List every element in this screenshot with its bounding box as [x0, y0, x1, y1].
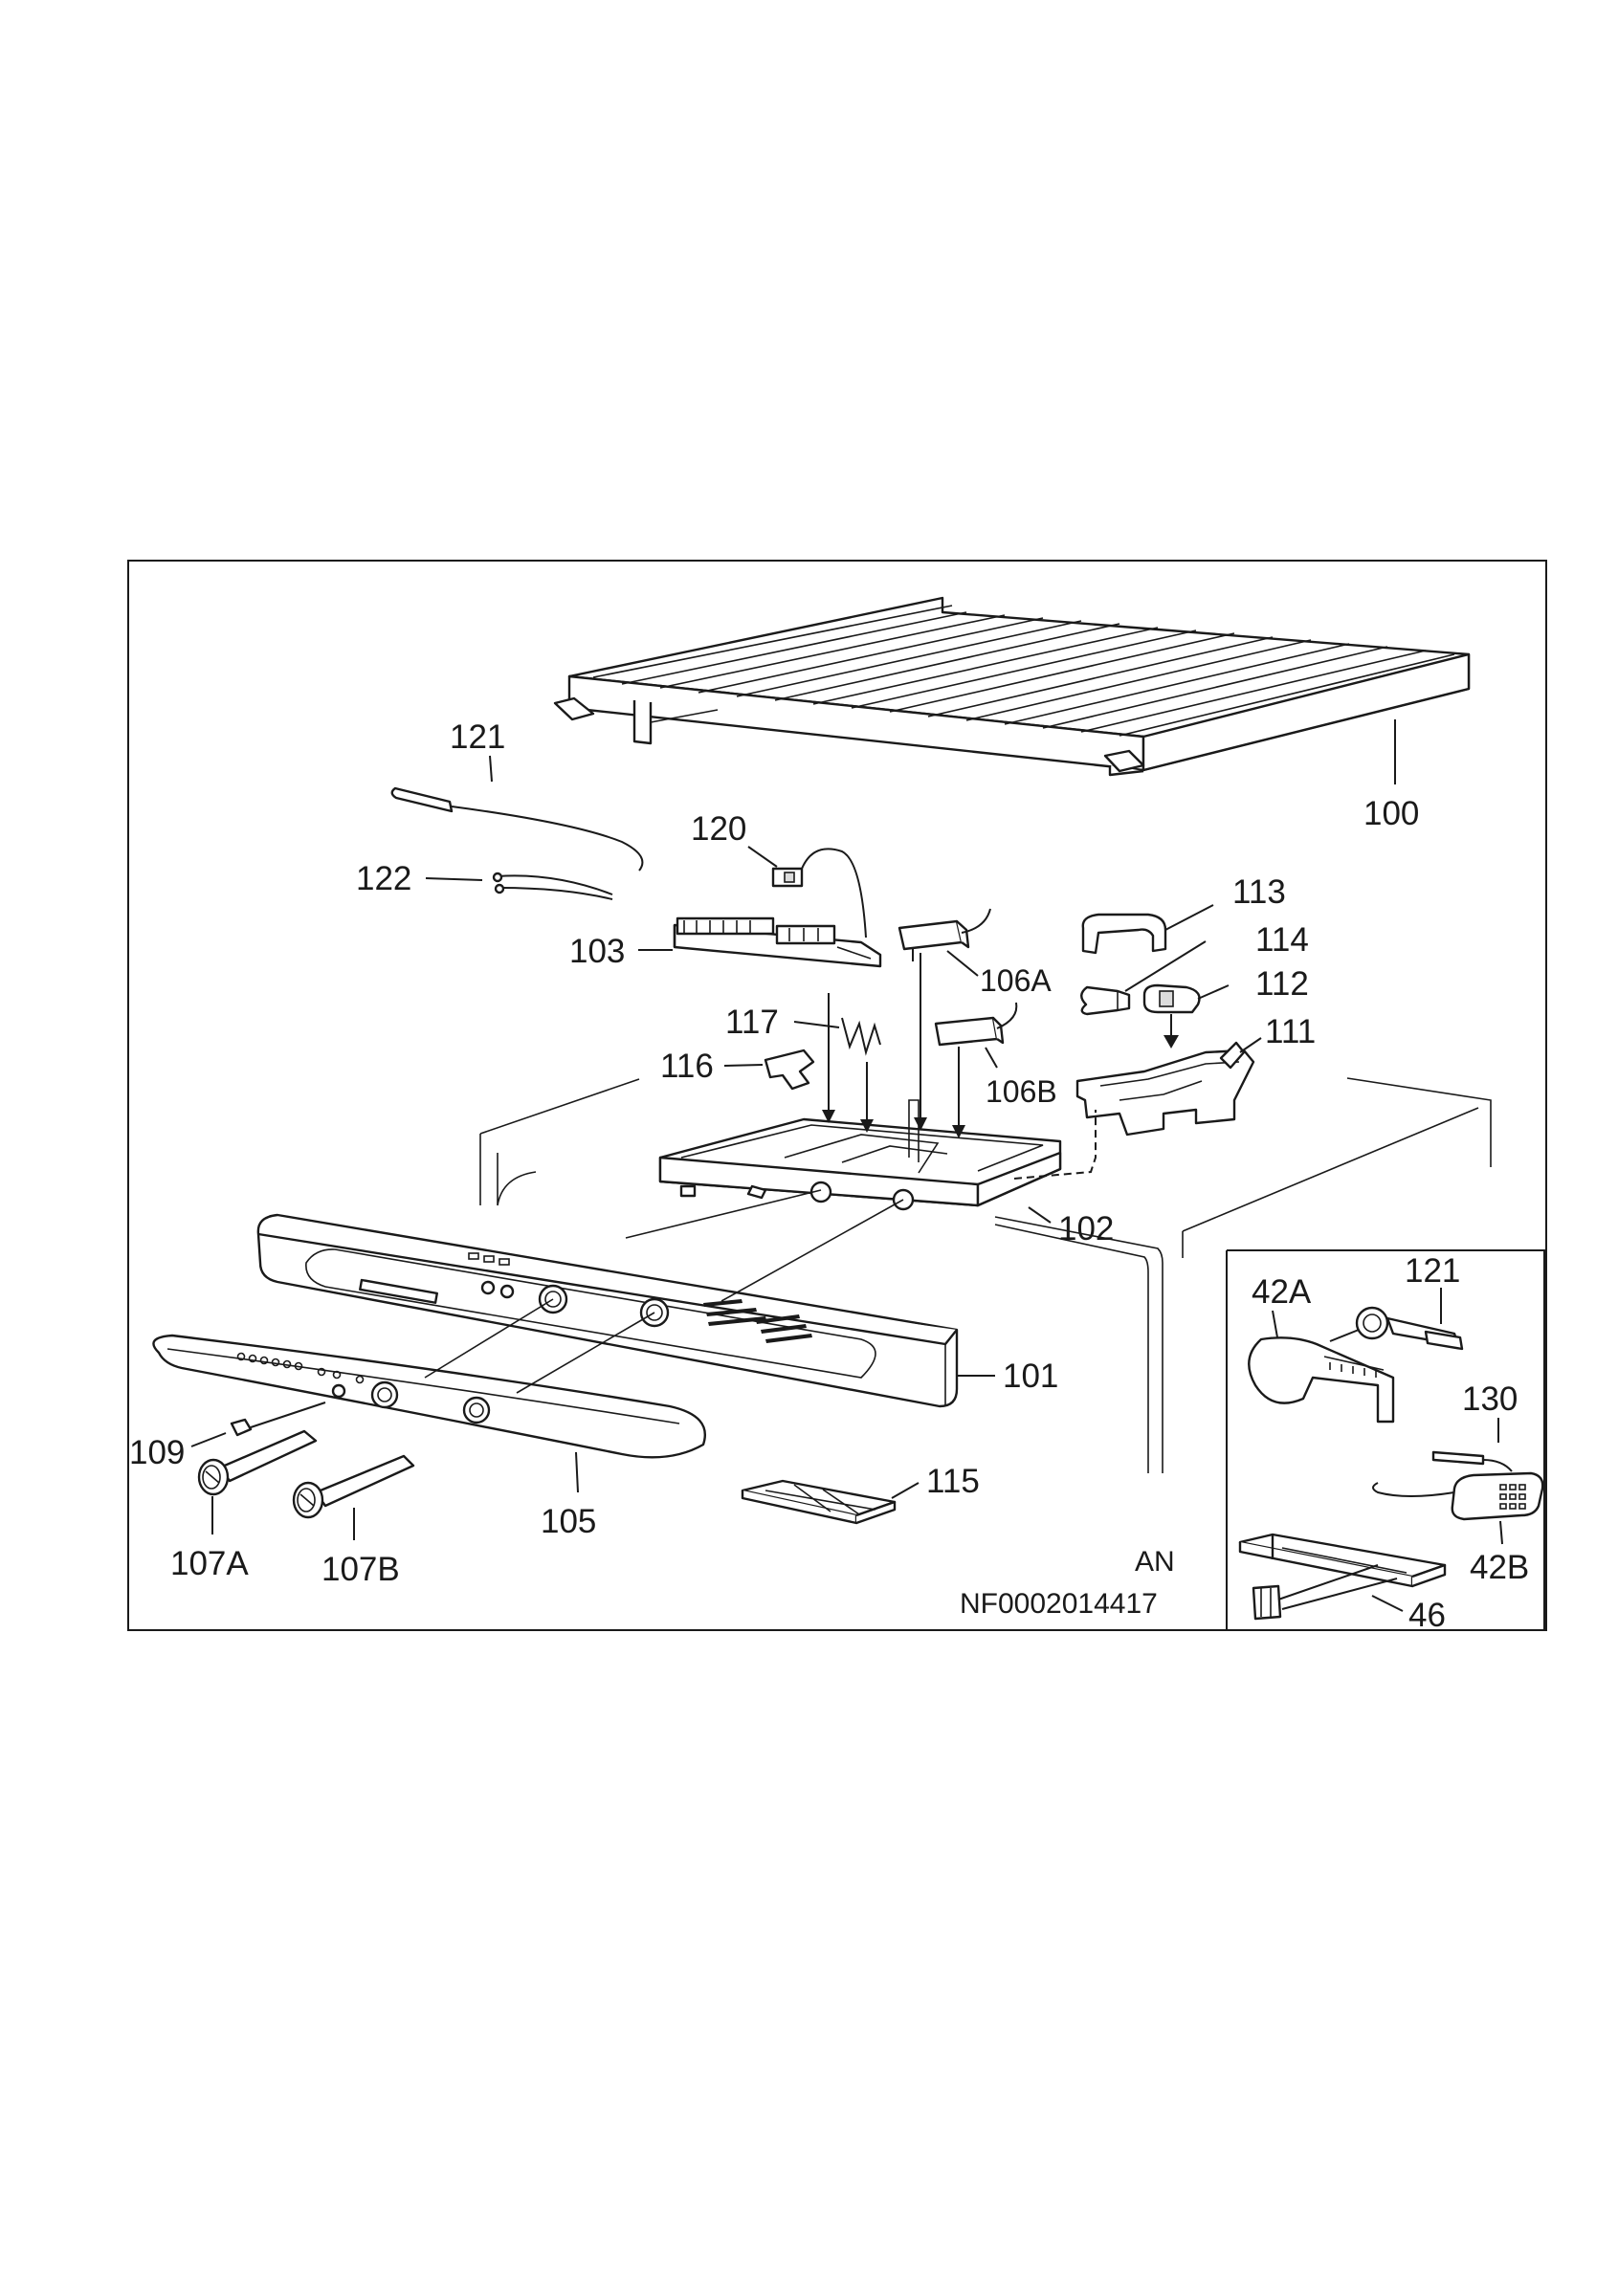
label-121-inset: 121	[1405, 1252, 1460, 1290]
fridge-outline	[479, 1077, 1492, 1473]
part-103-control-board	[673, 916, 882, 968]
label-42B: 42B	[1470, 1549, 1529, 1586]
part-114-bulb	[1080, 985, 1131, 1016]
label-112: 113	[1232, 873, 1286, 911]
label-42A: 42A	[1252, 1273, 1312, 1311]
label-121: 121	[450, 718, 505, 756]
part-100-shelf	[553, 596, 1471, 777]
label-102: 102	[1058, 1210, 1114, 1247]
inset-part-42B-module	[1372, 1471, 1544, 1521]
label-105: 105	[541, 1503, 596, 1540]
label-109: 109	[129, 1434, 185, 1471]
label-114: 114	[1255, 921, 1309, 959]
part-109-button	[230, 1402, 326, 1437]
label-130: 130	[1462, 1380, 1518, 1418]
part-106A-relay	[898, 908, 991, 961]
part-120-connector	[771, 848, 867, 938]
part-101-control-panel	[256, 1213, 959, 1408]
part-111-lamp-housing	[1075, 1041, 1255, 1137]
part-121-sensor-probe	[390, 786, 644, 872]
drawing-number: NF0002014417	[960, 1588, 1158, 1620]
label-100: 100	[1363, 795, 1419, 832]
label-101: 101	[1003, 1358, 1058, 1395]
label-117: 117	[725, 1004, 779, 1041]
part-102-housing	[658, 1099, 1062, 1211]
shelf-slats	[621, 611, 1455, 737]
label-107B: 107B	[321, 1551, 400, 1588]
label-111: 111	[1265, 1013, 1316, 1050]
diagram-frame	[127, 560, 1547, 1631]
label-120: 120	[691, 810, 746, 848]
inset-part-42A-thermostat	[1248, 1336, 1395, 1424]
label-106B: 106B	[986, 1074, 1057, 1109]
part-113-lamp-holder	[1142, 983, 1201, 1049]
inset-part-46-bracket	[1238, 1533, 1447, 1621]
inset-part-121-probe	[1329, 1306, 1464, 1351]
part-122-wire	[492, 872, 613, 900]
part-116-bracket	[764, 1049, 815, 1091]
label-107A: 107A	[170, 1545, 249, 1582]
label-115: 115	[926, 1463, 980, 1500]
label-46: 46	[1408, 1597, 1446, 1634]
part-107A-knob	[197, 1429, 318, 1496]
label-103: 103	[569, 933, 625, 970]
variant-code: AN	[1135, 1546, 1175, 1578]
part-112-lamp-cover	[1081, 913, 1167, 955]
inset-part-130-sensor	[1431, 1450, 1513, 1472]
label-122: 122	[356, 860, 411, 897]
part-105-front-trim	[152, 1334, 706, 1459]
part-107B-knob	[292, 1454, 415, 1519]
part-115-filter	[741, 1479, 897, 1525]
label-113: 112	[1255, 965, 1309, 1003]
part-117-spring-clip	[841, 1017, 881, 1056]
label-116: 116	[660, 1048, 714, 1085]
label-106A: 106A	[980, 963, 1052, 998]
part-106B-relay	[934, 1002, 1018, 1047]
inset-frame	[1226, 1249, 1545, 1630]
assembly-arrows	[822, 953, 965, 1138]
